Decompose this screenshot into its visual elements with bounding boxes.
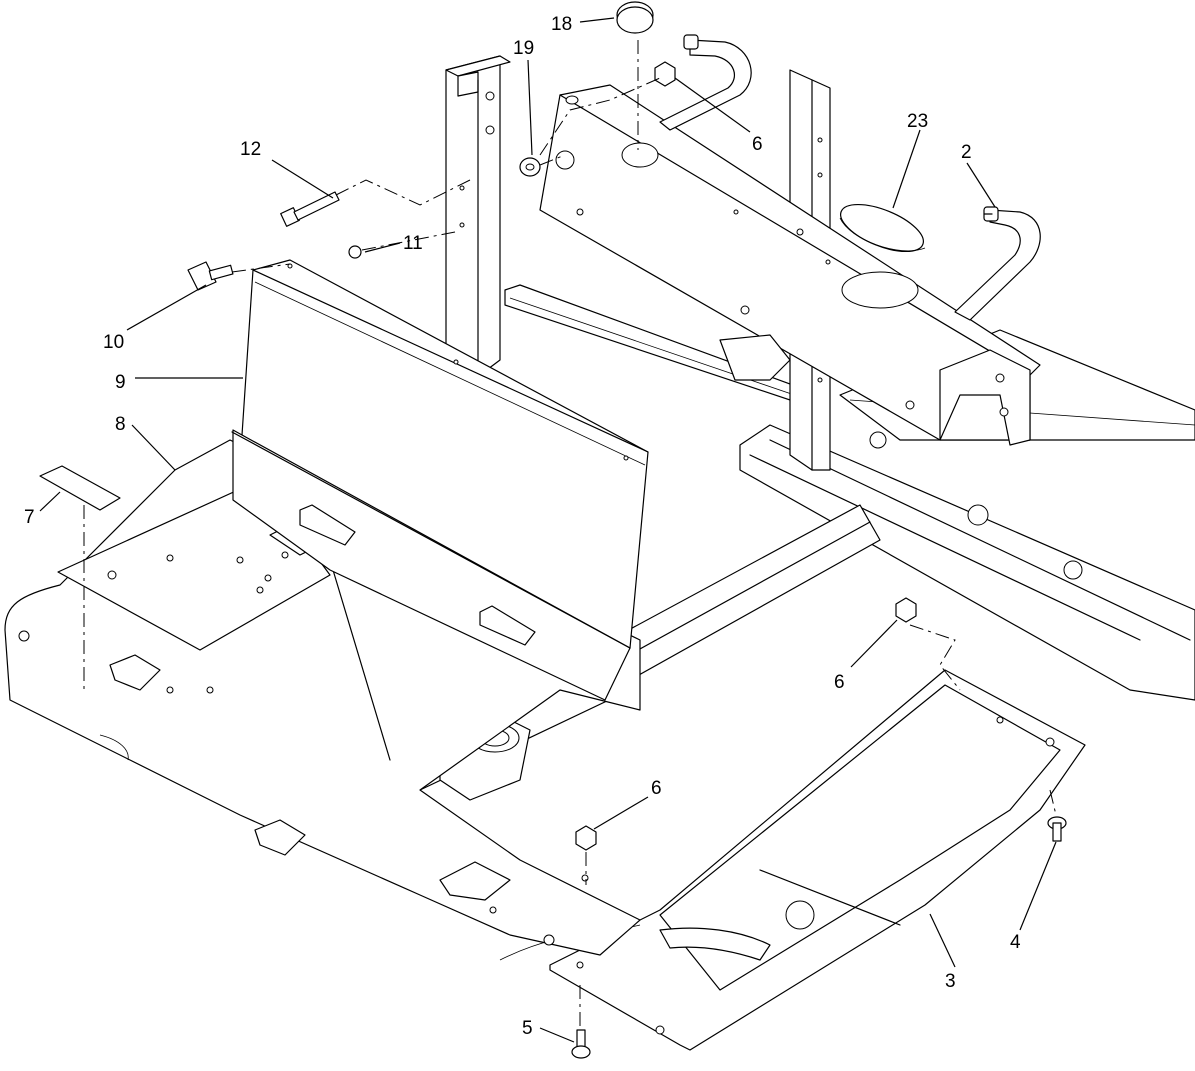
callout-6-top: 6 [752, 134, 763, 155]
callout-18: 18 [551, 14, 572, 35]
grommet-item-23 [839, 203, 926, 253]
callout-10: 10 [103, 332, 124, 353]
callout-4: 4 [1010, 932, 1021, 953]
leader-lines [39, 17, 1057, 1043]
handle-item-2 [954, 206, 1041, 321]
callout-7: 7 [24, 507, 35, 528]
callout-9: 9 [115, 372, 126, 393]
callout-19: 19 [513, 38, 534, 59]
callout-23: 23 [907, 111, 928, 132]
callout-5: 5 [522, 1018, 533, 1039]
callout-6-mid: 6 [834, 672, 845, 693]
callout-3: 3 [945, 971, 956, 992]
callout-2: 2 [961, 142, 972, 163]
lower-pan-item-3 [499, 669, 1086, 1051]
left-upright-post [445, 55, 511, 376]
fasteners [39, 1, 1067, 1059]
callout-labels: 18 19 6 23 2 12 11 10 9 8 7 6 6 4 3 5 [24, 14, 1021, 1039]
callout-6-low: 6 [651, 778, 662, 799]
assembly-lines [83, 40, 1057, 1028]
callout-11: 11 [403, 233, 423, 254]
upper-handle [659, 34, 752, 131]
callout-12: 12 [240, 139, 261, 160]
callout-8: 8 [115, 414, 126, 435]
upper-mount-plate [539, 84, 1041, 446]
